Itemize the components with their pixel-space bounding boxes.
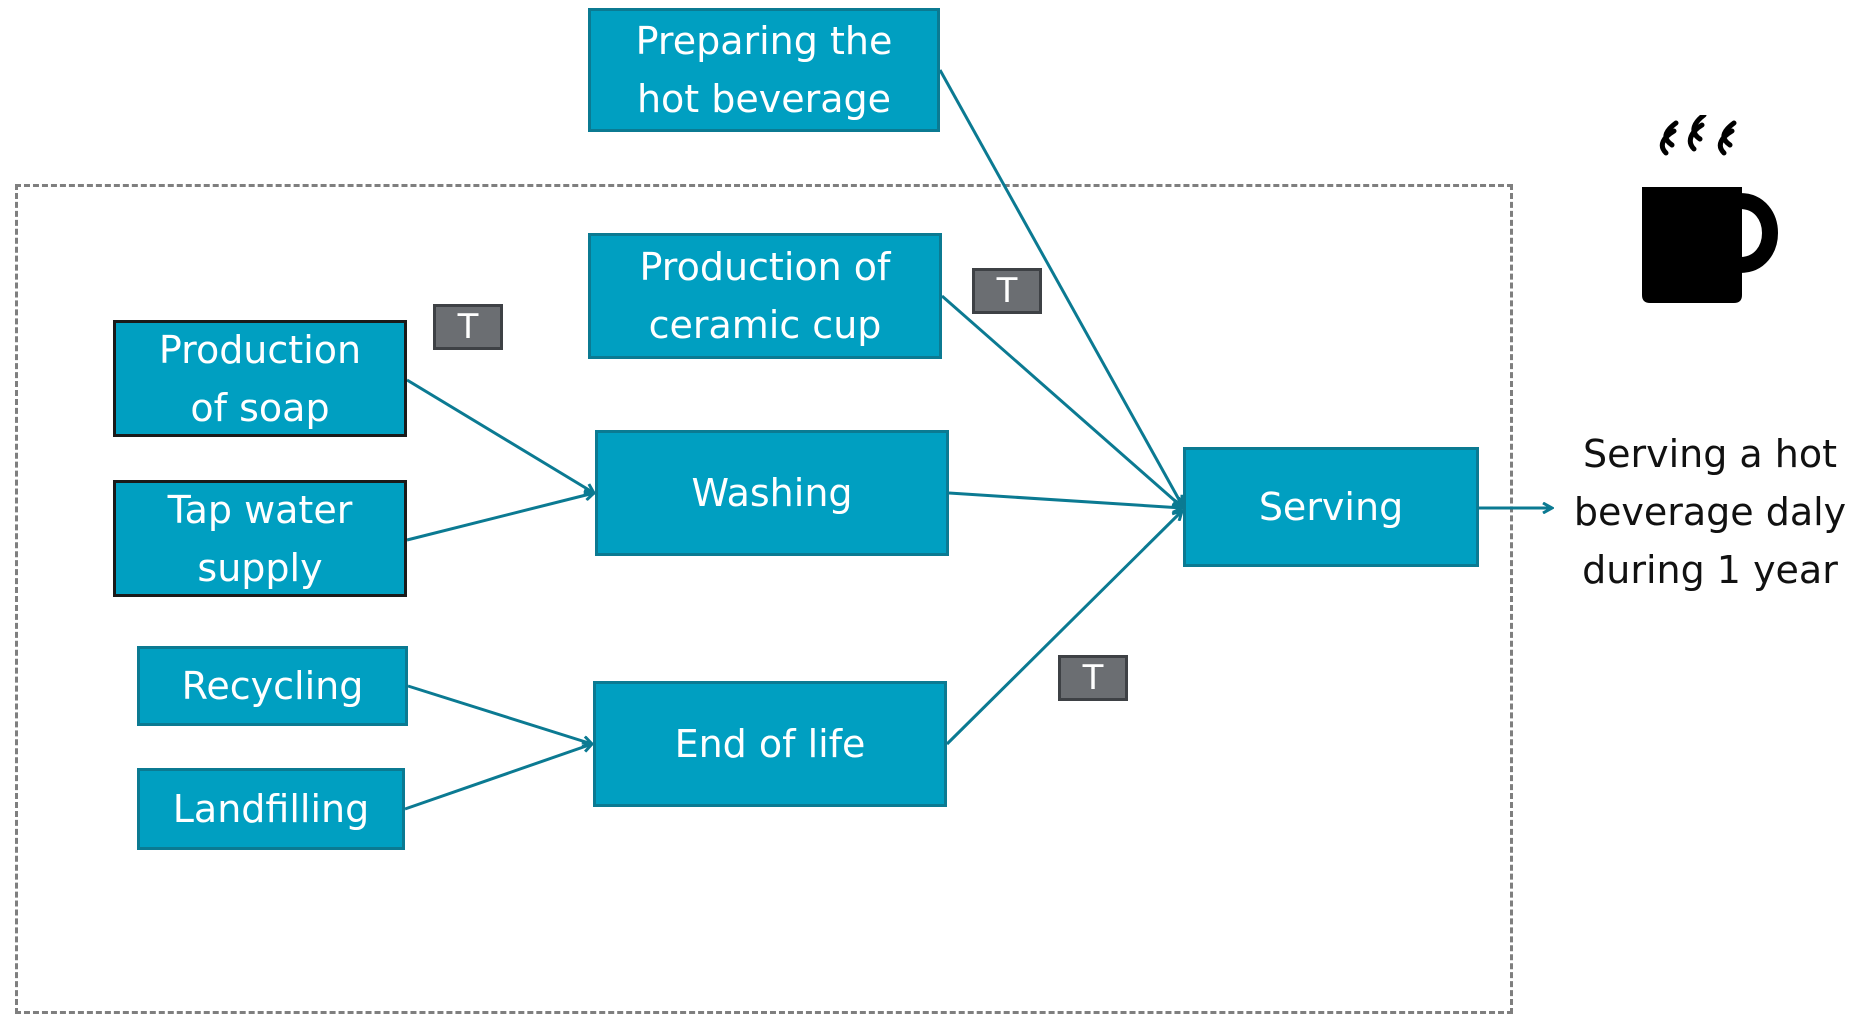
transport-badge-end-of-life: T (1058, 655, 1128, 701)
process-serving: Serving (1183, 447, 1479, 567)
process-label: Recycling (181, 664, 364, 708)
transport-badge-label: T (457, 307, 479, 347)
process-recycling: Recycling (137, 646, 408, 726)
process-label: Production of ceramic cup (639, 245, 891, 347)
process-label: Washing (691, 471, 853, 515)
process-washing: Washing (595, 430, 949, 556)
process-production-ceramic-cup: Production of ceramic cup (588, 233, 942, 359)
process-label: Preparing the hot beverage (635, 19, 893, 121)
process-tap-water-supply: Tap water supply (113, 480, 407, 597)
process-preparing-hot-beverage: Preparing the hot beverage (588, 8, 940, 132)
process-label: End of life (674, 722, 866, 766)
transport-badge-label: T (996, 271, 1018, 311)
process-end-of-life: End of life (593, 681, 947, 807)
functional-unit-label: Serving a hot beverage daly during 1 yea… (1573, 432, 1847, 592)
process-label: Production of soap (158, 327, 362, 430)
process-label: Serving (1258, 485, 1404, 529)
process-landfilling: Landfilling (137, 768, 405, 850)
transport-badge-label: T (1082, 658, 1104, 698)
transport-badge-ceramic-cup: T (972, 268, 1042, 314)
transport-badge-soap: T (433, 304, 503, 350)
hot-beverage-mug-icon (1642, 115, 1778, 303)
process-production-soap: Production of soap (113, 320, 407, 437)
process-label: Tap water supply (167, 487, 353, 590)
process-label: Landfilling (172, 787, 370, 831)
